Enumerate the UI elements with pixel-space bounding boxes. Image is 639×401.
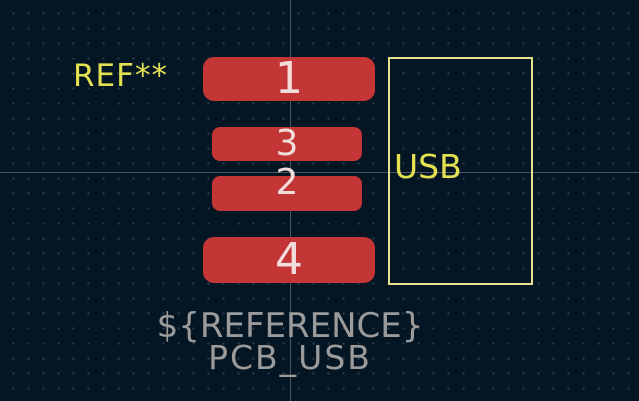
connector-body-outline-rect[interactable] xyxy=(388,57,533,285)
usb-label-text[interactable]: USB xyxy=(394,147,462,186)
pad-3[interactable]: 3 xyxy=(212,123,362,164)
footprint-name-text[interactable]: PCB_USB xyxy=(208,338,372,377)
reference-variable-text[interactable]: ${REFERENCE} xyxy=(156,306,424,346)
pad-4-number: 4 xyxy=(275,234,303,285)
pad-2[interactable]: 2 xyxy=(212,164,362,211)
reference-designator-text[interactable]: REF** xyxy=(73,58,168,94)
pad-2-number: 2 xyxy=(275,161,299,203)
pad-1[interactable]: 1 xyxy=(203,57,375,101)
origin-axis-horizontal xyxy=(0,172,639,173)
pad-4[interactable]: 4 xyxy=(203,237,375,283)
pad-3-number: 3 xyxy=(275,123,299,164)
pad-1-number: 1 xyxy=(275,53,303,104)
